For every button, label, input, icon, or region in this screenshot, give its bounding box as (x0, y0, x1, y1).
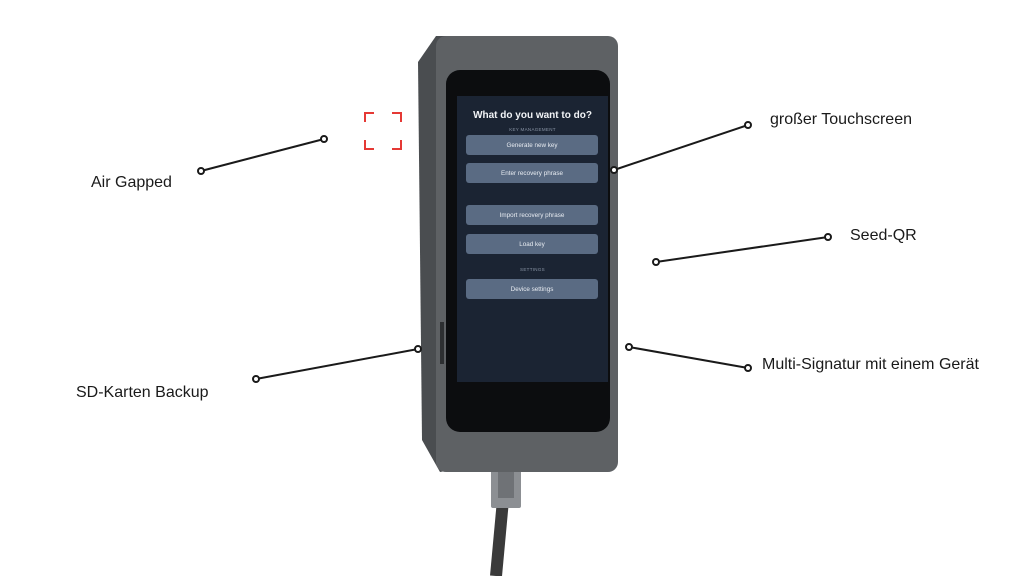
callout-seed-qr: Seed-QR (850, 227, 917, 244)
import-recovery-button[interactable]: Import recovery phrase (466, 205, 598, 225)
screen-title: What do you want to do? (473, 110, 592, 121)
callout-sd-backup: SD-Karten Backup (76, 384, 209, 401)
section-settings: SETTINGS (520, 267, 545, 272)
callout-dot-touchscreen (610, 166, 618, 174)
callout-air-gapped: Air Gapped (91, 174, 172, 191)
callout-dot-multisig (625, 343, 633, 351)
device-screen: What do you want to do? KEY MANAGEMENT G… (457, 96, 608, 382)
load-key-button[interactable]: Load key (466, 234, 598, 254)
sd-card-slot (440, 322, 444, 364)
callout-dot-air-gapped (197, 167, 205, 175)
enter-recovery-button[interactable]: Enter recovery phrase (466, 163, 598, 183)
callout-dot-seed-qr (652, 258, 660, 266)
callout-touchscreen: großer Touchscreen (770, 111, 912, 128)
callout-dot-sd-backup (252, 375, 260, 383)
usb-cable (490, 499, 509, 576)
device-settings-button[interactable]: Device settings (466, 279, 598, 299)
callout-multisig: Multi-Signatur mit einem Gerät (762, 356, 979, 373)
generate-key-button[interactable]: Generate new key (466, 135, 598, 155)
section-key-management: KEY MANAGEMENT (509, 127, 556, 132)
qr-scan-frame-icon (364, 112, 402, 150)
